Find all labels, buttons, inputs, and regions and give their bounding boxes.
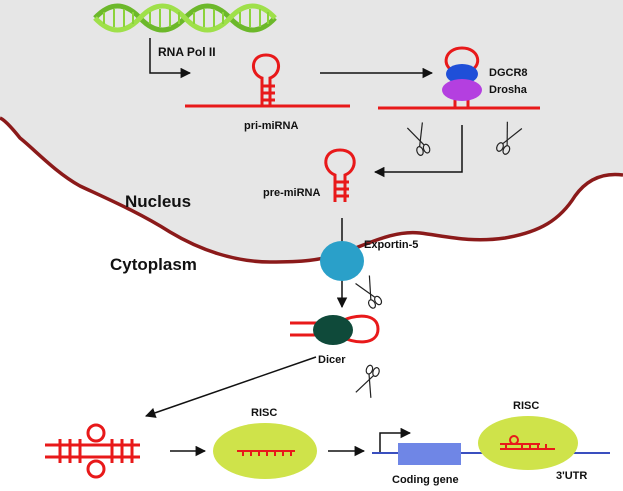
process-arrow-2 <box>373 125 463 178</box>
dgcr8-protein <box>446 64 478 84</box>
coding-gene-box <box>398 443 461 465</box>
nucleus-label: Nucleus <box>125 192 191 211</box>
exportin-label: Exportin-5 <box>364 239 418 251</box>
dicer-protein <box>313 315 353 345</box>
dicer-label: Dicer <box>318 354 346 366</box>
drosha-label: Drosha <box>489 84 528 96</box>
drosha-protein <box>442 79 482 101</box>
transcription-arrow <box>149 38 192 79</box>
scissors-icon <box>354 274 386 311</box>
utr-label: 3'UTR <box>556 470 587 482</box>
risc-left-label: RISC <box>251 407 277 419</box>
dgcr8-label: DGCR8 <box>489 67 528 79</box>
dna-helix-icon <box>93 3 277 33</box>
pre-mirna-hairpin <box>324 148 356 202</box>
risc-bound-mirna <box>500 435 555 450</box>
pri-mirna-hairpin <box>185 53 350 108</box>
dicer-processing <box>290 274 386 399</box>
nucleus-region <box>0 0 623 262</box>
coding-gene-label: Coding gene <box>392 474 459 486</box>
cytoplasm-label: Cytoplasm <box>110 255 197 274</box>
pre-mirna-label: pre-miRNA <box>263 187 321 199</box>
exportin-protein <box>320 241 364 281</box>
nuclear-membrane <box>0 116 623 264</box>
promoter-arrow <box>379 427 412 452</box>
scissors-icon <box>355 363 382 399</box>
pri-mirna-label: pri-miRNA <box>244 120 298 132</box>
process-arrow-3 <box>145 356 317 418</box>
drosha-processing <box>378 46 540 158</box>
mirna-duplex <box>45 423 140 479</box>
risc-right-label: RISC <box>513 400 539 412</box>
rna-pol-label: RNA Pol II <box>158 45 216 59</box>
risc-loaded-mirna <box>237 450 295 456</box>
